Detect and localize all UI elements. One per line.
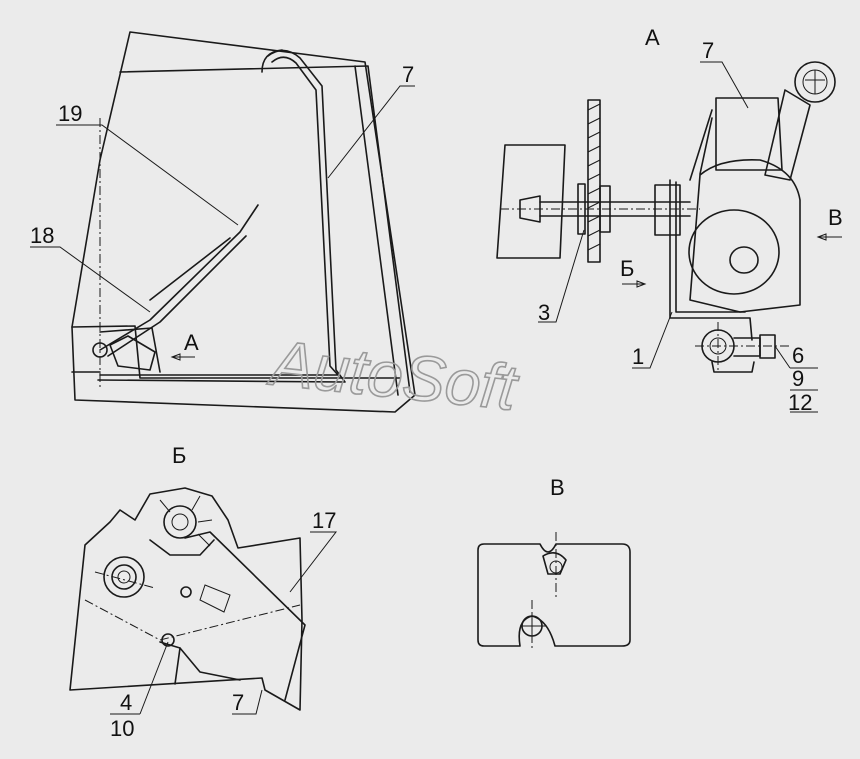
watermark: AutoSoft [264, 326, 522, 424]
main-window-view [71, 31, 416, 413]
label-7-view-b: 7 [232, 690, 244, 715]
label-7-view-a: 7 [702, 38, 714, 63]
view-b-assembly [69, 487, 306, 711]
label-7-main: 7 [402, 62, 414, 87]
label-12: 12 [788, 390, 812, 415]
label-4: 4 [120, 690, 132, 715]
label-19: 19 [58, 101, 82, 126]
view-v-plate [477, 532, 631, 650]
label-v-arrow: В [828, 205, 843, 230]
label-17: 17 [312, 508, 336, 533]
label-10: 10 [110, 716, 134, 741]
label-b-arrow: Б [620, 256, 634, 281]
part-labels: 19 18 7 А 7 Б В 3 1 6 9 12 17 4 10 7 [30, 38, 843, 741]
label-6: 6 [792, 343, 804, 368]
label-9: 9 [792, 366, 804, 391]
view-titles: А Б В [172, 25, 660, 500]
view-a-assembly [496, 61, 836, 373]
view-v-title: В [550, 475, 565, 500]
view-b-title: Б [172, 443, 186, 468]
leader-lines [30, 61, 842, 715]
label-18: 18 [30, 223, 54, 248]
view-a-title: А [645, 25, 660, 50]
label-3: 3 [538, 300, 550, 325]
label-a-arrow: А [184, 330, 199, 355]
label-1: 1 [632, 344, 644, 369]
